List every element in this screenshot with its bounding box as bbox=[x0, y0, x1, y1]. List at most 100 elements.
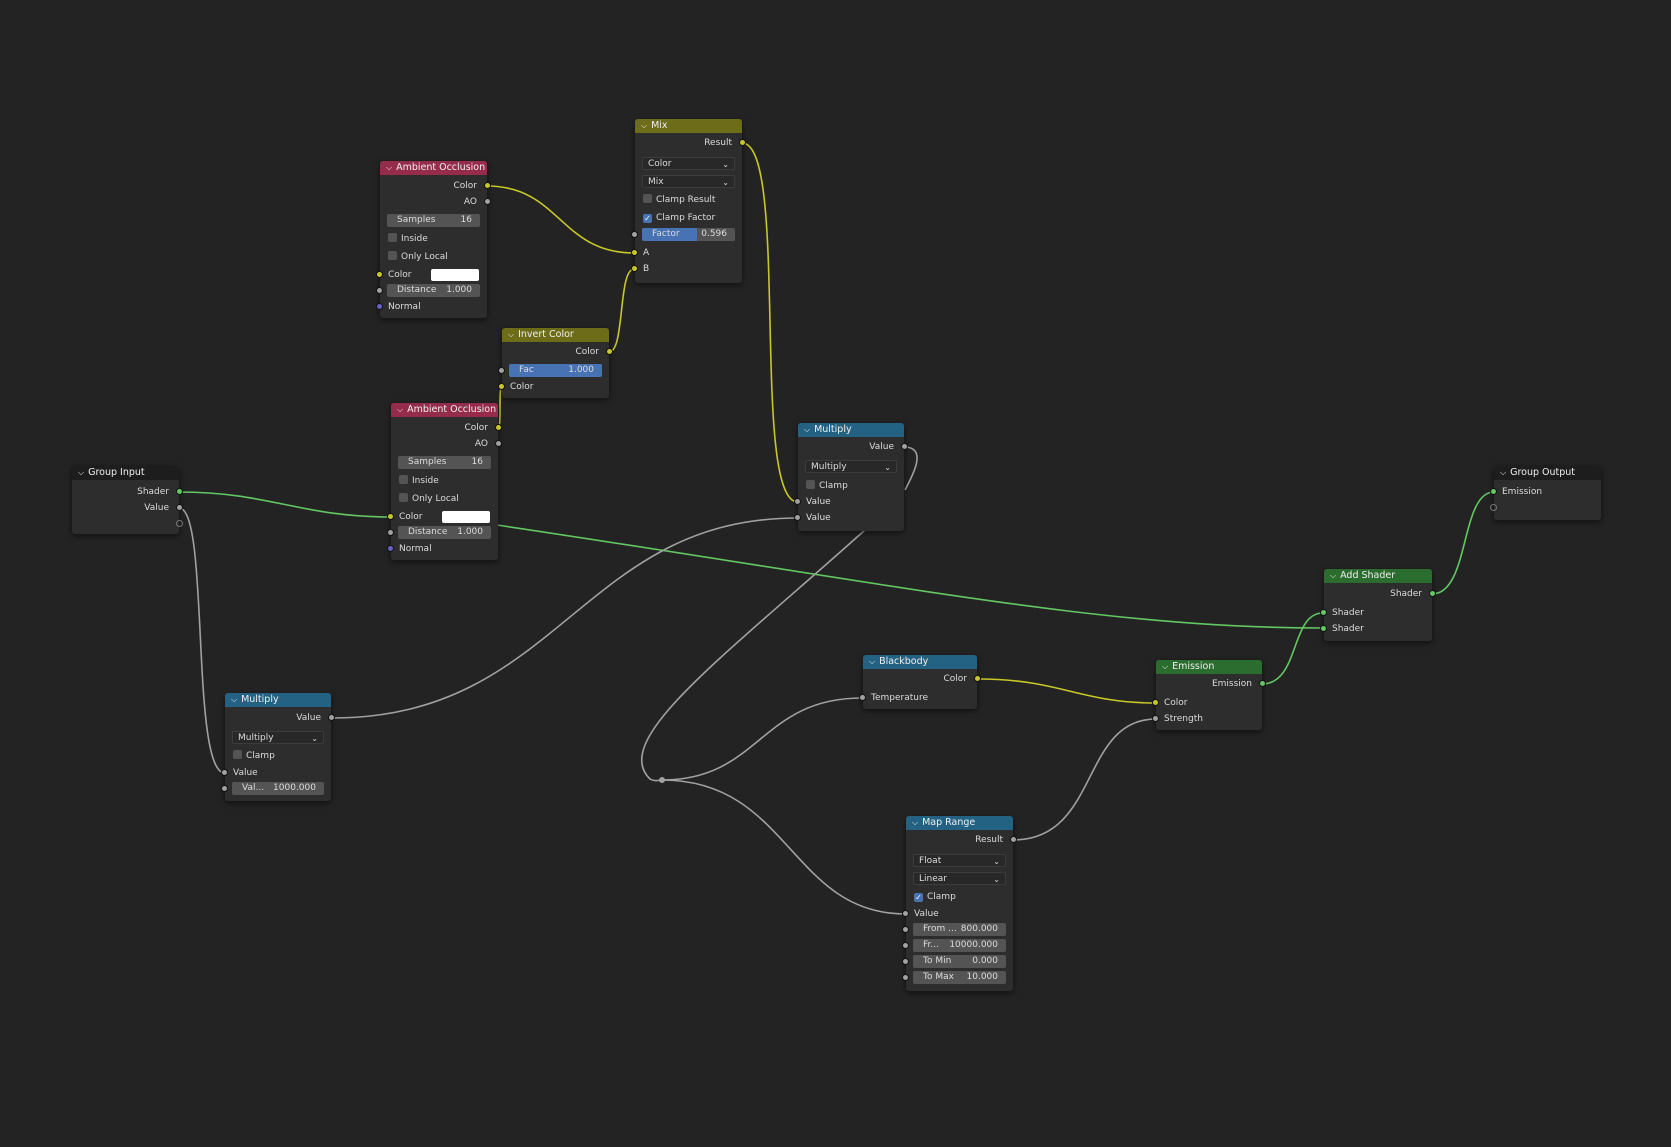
clamp-factor-checkbox[interactable]: ✓Clamp Factor bbox=[635, 210, 742, 226]
chevron-down-icon[interactable]: ⌵ bbox=[804, 425, 811, 434]
input-socket[interactable] bbox=[221, 769, 228, 776]
node-header[interactable]: ⌵Ambient Occlusion bbox=[380, 161, 487, 175]
input-socket[interactable] bbox=[902, 974, 909, 981]
input-socket[interactable] bbox=[631, 249, 638, 256]
node-map-range[interactable]: ⌵Map Range Result Float⌄ Linear⌄ ✓Clamp … bbox=[902, 816, 1017, 991]
input-socket[interactable] bbox=[859, 694, 866, 701]
chevron-down-icon[interactable]: ⌵ bbox=[1162, 662, 1169, 671]
node-mix[interactable]: ⌵Mix Result Color⌄ Mix⌄ Clamp Result ✓Cl… bbox=[631, 119, 746, 283]
data-type-dropdown[interactable]: Color⌄ bbox=[642, 157, 735, 170]
color-swatch[interactable] bbox=[431, 269, 479, 281]
output-socket[interactable] bbox=[606, 348, 613, 355]
output-socket[interactable] bbox=[901, 443, 908, 450]
checkbox-icon[interactable] bbox=[643, 194, 652, 203]
checkbox-icon[interactable] bbox=[806, 480, 815, 489]
node-header[interactable]: ⌵Multiply bbox=[798, 423, 904, 437]
node-multiply-bottom[interactable]: ⌵Multiply Value Multiply⌄ Clamp Value Va… bbox=[221, 693, 335, 801]
input-socket[interactable] bbox=[221, 785, 228, 792]
input-socket[interactable] bbox=[1320, 609, 1327, 616]
clamp-result-checkbox[interactable]: Clamp Result bbox=[635, 192, 742, 208]
only-local-checkbox[interactable]: Only Local bbox=[391, 491, 498, 507]
output-socket[interactable] bbox=[328, 714, 335, 721]
clamp-checkbox[interactable]: Clamp bbox=[225, 748, 331, 764]
input-socket[interactable] bbox=[376, 287, 383, 294]
output-socket[interactable] bbox=[484, 182, 491, 189]
output-socket[interactable] bbox=[495, 424, 502, 431]
checkbox-icon[interactable] bbox=[233, 750, 242, 759]
input-socket[interactable] bbox=[1490, 488, 1497, 495]
chevron-down-icon[interactable]: ⌵ bbox=[508, 330, 515, 339]
input-socket[interactable] bbox=[1320, 625, 1327, 632]
node-header[interactable]: ⌵Mix bbox=[635, 119, 742, 133]
checkbox-icon[interactable] bbox=[388, 251, 397, 260]
chevron-down-icon[interactable]: ⌵ bbox=[869, 657, 876, 666]
node-multiply-top[interactable]: ⌵Multiply Value Multiply⌄ Clamp Value Va… bbox=[794, 423, 908, 531]
chevron-down-icon[interactable]: ⌵ bbox=[641, 121, 648, 130]
node-emission[interactable]: ⌵Emission Emission Color Strength bbox=[1152, 660, 1266, 730]
node-header[interactable]: ⌵Add Shader bbox=[1324, 569, 1432, 583]
empty-socket[interactable] bbox=[176, 520, 183, 527]
node-header[interactable]: ⌵Blackbody bbox=[863, 655, 977, 669]
output-socket[interactable] bbox=[739, 139, 746, 146]
input-socket[interactable] bbox=[387, 545, 394, 552]
input-socket[interactable] bbox=[1152, 715, 1159, 722]
node-header[interactable]: ⌵Map Range bbox=[906, 816, 1013, 830]
checkbox-checked-icon[interactable]: ✓ bbox=[914, 893, 923, 902]
output-socket[interactable] bbox=[974, 675, 981, 682]
input-socket[interactable] bbox=[631, 231, 638, 238]
input-socket[interactable] bbox=[902, 926, 909, 933]
chevron-down-icon[interactable]: ⌵ bbox=[78, 468, 85, 477]
checkbox-icon[interactable] bbox=[399, 475, 408, 484]
inside-checkbox[interactable]: Inside bbox=[380, 231, 487, 247]
input-socket[interactable] bbox=[387, 513, 394, 520]
empty-socket[interactable] bbox=[1490, 504, 1497, 511]
input-socket[interactable] bbox=[794, 498, 801, 505]
operation-dropdown[interactable]: Multiply⌄ bbox=[232, 731, 324, 744]
input-socket[interactable] bbox=[902, 958, 909, 965]
data-type-dropdown[interactable]: Float⌄ bbox=[913, 854, 1006, 867]
clamp-checkbox[interactable]: Clamp bbox=[798, 478, 904, 494]
node-header[interactable]: ⌵Invert Color bbox=[502, 328, 609, 342]
output-socket[interactable] bbox=[1259, 680, 1266, 687]
output-socket[interactable] bbox=[484, 198, 491, 205]
output-socket[interactable] bbox=[176, 488, 183, 495]
only-local-checkbox[interactable]: Only Local bbox=[380, 249, 487, 265]
input-socket[interactable] bbox=[376, 303, 383, 310]
blend-mode-dropdown[interactable]: Mix⌄ bbox=[642, 175, 735, 188]
node-group-input[interactable]: ⌵Group Input Shader Value bbox=[72, 466, 183, 534]
chevron-down-icon[interactable]: ⌵ bbox=[231, 695, 238, 704]
color-swatch[interactable] bbox=[442, 511, 490, 523]
node-header[interactable]: ⌵Ambient Occlusion bbox=[391, 403, 498, 417]
clamp-checkbox[interactable]: ✓Clamp bbox=[906, 889, 1013, 905]
from-min-field[interactable]: From ...800.000 bbox=[913, 923, 1006, 936]
checkbox-icon[interactable] bbox=[388, 233, 397, 242]
output-socket[interactable] bbox=[176, 504, 183, 511]
input-socket[interactable] bbox=[902, 942, 909, 949]
input-socket[interactable] bbox=[498, 383, 505, 390]
chevron-down-icon[interactable]: ⌵ bbox=[1330, 571, 1337, 580]
from-max-field[interactable]: Fr...10000.000 bbox=[913, 939, 1006, 952]
value-field[interactable]: Val...1000.000 bbox=[232, 782, 324, 795]
node-header[interactable]: ⌵Multiply bbox=[225, 693, 331, 707]
input-socket[interactable] bbox=[498, 367, 505, 374]
output-socket[interactable] bbox=[1429, 590, 1436, 597]
checkbox-icon[interactable] bbox=[399, 493, 408, 502]
input-socket[interactable] bbox=[376, 271, 383, 278]
output-socket[interactable] bbox=[495, 440, 502, 447]
node-header[interactable]: ⌵Group Input bbox=[72, 466, 179, 480]
input-socket[interactable] bbox=[631, 265, 638, 272]
chevron-down-icon[interactable]: ⌵ bbox=[1500, 468, 1507, 477]
chevron-down-icon[interactable]: ⌵ bbox=[912, 818, 919, 827]
input-socket[interactable] bbox=[902, 910, 909, 917]
chevron-down-icon[interactable]: ⌵ bbox=[397, 405, 404, 414]
input-socket[interactable] bbox=[387, 529, 394, 536]
